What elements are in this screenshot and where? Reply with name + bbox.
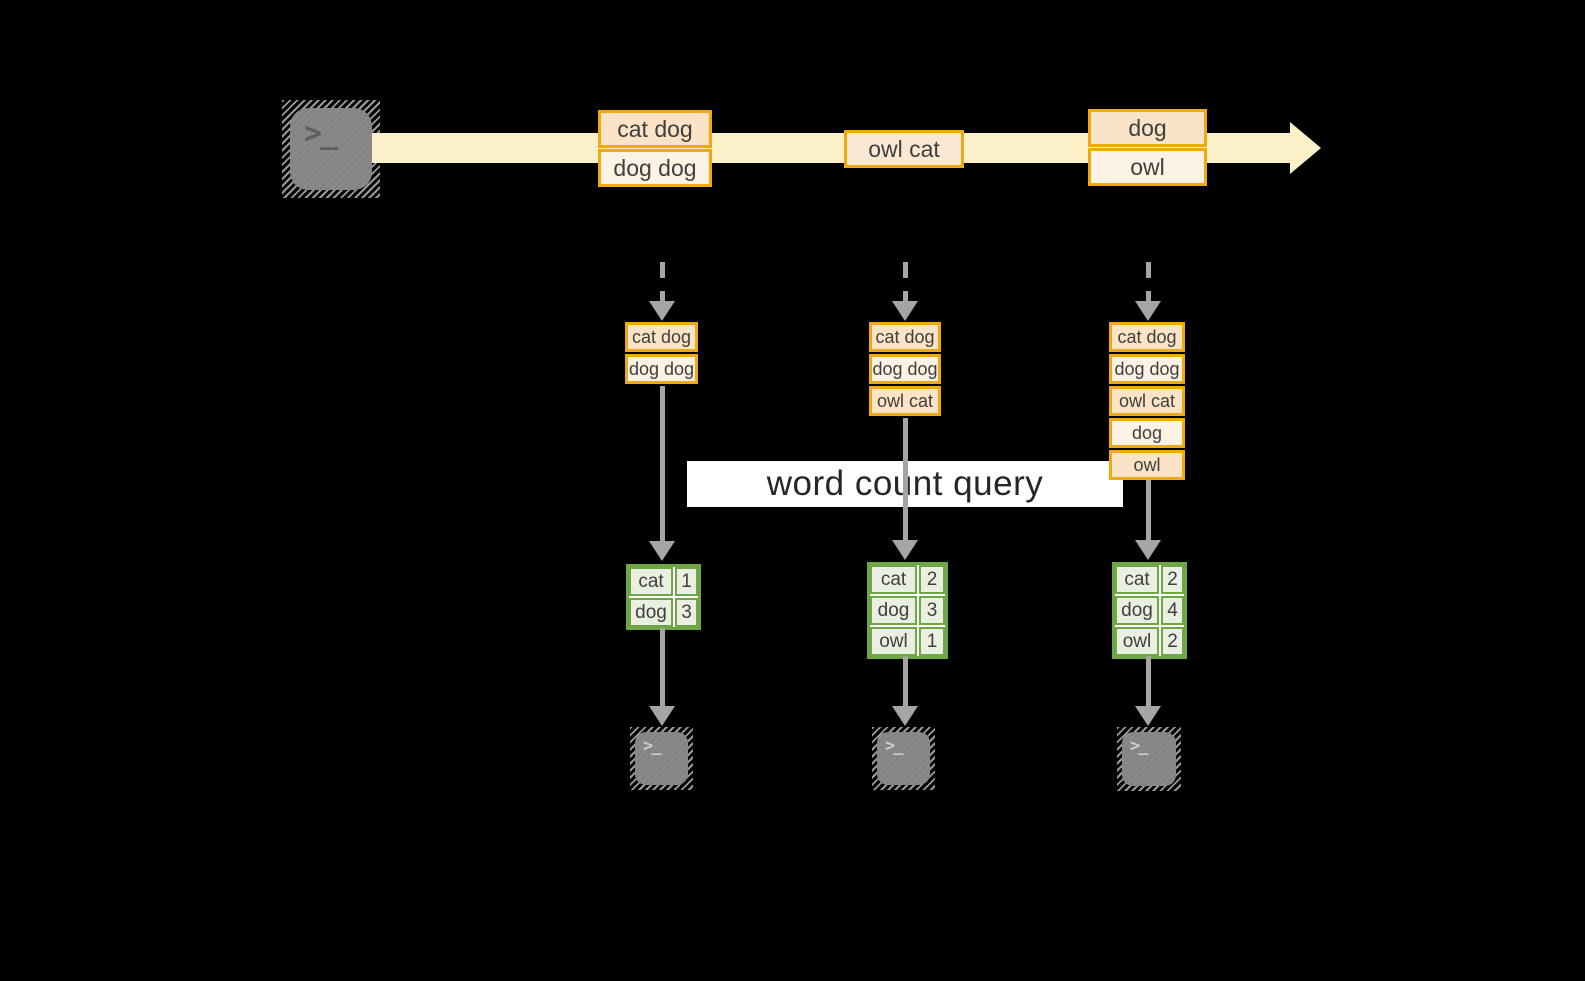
count-cell: 3 bbox=[919, 596, 945, 625]
output-arrowhead-icon-1 bbox=[649, 706, 675, 726]
timeline-event-batch-2: owl cat bbox=[844, 130, 964, 168]
terminal-prompt-icon: >_ bbox=[643, 736, 662, 756]
stream-timeline-arrowhead-icon bbox=[1290, 122, 1321, 174]
terminal-prompt-icon: >_ bbox=[885, 736, 904, 756]
buffer-record: dog dog bbox=[625, 354, 698, 384]
query-arrow-line-1 bbox=[660, 386, 665, 542]
event-record: owl bbox=[1088, 148, 1207, 186]
word-cell: dog bbox=[1115, 596, 1159, 625]
buffer-record: owl cat bbox=[1109, 386, 1185, 416]
record-buffer-2: cat dog dog dog owl cat bbox=[869, 322, 941, 416]
buffer-record: dog dog bbox=[869, 354, 941, 384]
word-cell: owl bbox=[870, 627, 917, 656]
sink-terminal-icon-2: >_ bbox=[872, 727, 935, 790]
ingest-arrow-line-2 bbox=[903, 262, 908, 302]
buffer-record: dog dog bbox=[1109, 354, 1185, 384]
terminal-screen: >_ bbox=[1122, 732, 1176, 786]
ingest-arrowhead-icon-3 bbox=[1135, 301, 1161, 321]
ingest-arrow-line-3 bbox=[1146, 262, 1151, 302]
ingest-arrowhead-icon-2 bbox=[892, 301, 918, 321]
output-arrowhead-icon-3 bbox=[1135, 706, 1161, 726]
count-cell: 1 bbox=[919, 627, 945, 656]
event-record: owl cat bbox=[844, 130, 964, 168]
query-arrow-line-3 bbox=[1146, 480, 1151, 541]
terminal-screen: >_ bbox=[877, 732, 930, 785]
terminal-screen: >_ bbox=[635, 732, 688, 785]
terminal-prompt-icon: >_ bbox=[304, 116, 338, 151]
word-cell: owl bbox=[1115, 627, 1159, 656]
buffer-record: cat dog bbox=[1109, 322, 1185, 352]
word-cell: cat bbox=[629, 567, 673, 596]
event-record: dog bbox=[1088, 109, 1207, 147]
buffer-record: cat dog bbox=[869, 322, 941, 352]
count-cell: 4 bbox=[1161, 596, 1184, 625]
output-arrow-line-2 bbox=[903, 656, 908, 708]
query-arrowhead-icon-3 bbox=[1135, 540, 1161, 560]
count-cell: 1 bbox=[675, 567, 698, 596]
terminal-prompt-icon: >_ bbox=[1130, 736, 1149, 756]
sink-terminal-icon-3: >_ bbox=[1117, 727, 1181, 791]
query-arrowhead-icon-2 bbox=[892, 540, 918, 560]
wordcount-table-2: cat 2 dog 3 owl 1 bbox=[867, 562, 948, 659]
count-cell: 2 bbox=[1161, 627, 1184, 656]
query-arrowhead-icon-1 bbox=[649, 541, 675, 561]
source-terminal-icon: >_ bbox=[282, 100, 380, 198]
count-cell: 2 bbox=[919, 565, 945, 594]
count-cell: 2 bbox=[1161, 565, 1184, 594]
wordcount-table-3: cat 2 dog 4 owl 2 bbox=[1112, 562, 1187, 659]
output-arrowhead-icon-2 bbox=[892, 706, 918, 726]
output-arrow-line-1 bbox=[660, 628, 665, 708]
timeline-event-batch-1: cat dog dog dog bbox=[598, 110, 712, 187]
event-record: cat dog bbox=[598, 110, 712, 148]
sink-terminal-icon-1: >_ bbox=[630, 727, 693, 790]
buffer-record: owl cat bbox=[869, 386, 941, 416]
word-cell: dog bbox=[629, 598, 673, 627]
wordcount-table-1: cat 1 dog 3 bbox=[626, 564, 701, 630]
word-cell: cat bbox=[1115, 565, 1159, 594]
output-arrow-line-3 bbox=[1146, 656, 1151, 708]
buffer-record: dog bbox=[1109, 418, 1185, 448]
terminal-screen: >_ bbox=[290, 108, 372, 190]
record-buffer-3: cat dog dog dog owl cat dog owl bbox=[1109, 322, 1185, 480]
ingest-arrow-line-1 bbox=[660, 262, 665, 302]
buffer-record: cat dog bbox=[625, 322, 698, 352]
buffer-record: owl bbox=[1109, 450, 1185, 480]
timeline-event-batch-3: dog owl bbox=[1088, 109, 1207, 186]
query-arrow-line-2 bbox=[903, 418, 908, 541]
word-cell: cat bbox=[870, 565, 917, 594]
word-cell: dog bbox=[870, 596, 917, 625]
record-buffer-1: cat dog dog dog bbox=[625, 322, 698, 384]
event-record: dog dog bbox=[598, 149, 712, 187]
ingest-arrowhead-icon-1 bbox=[649, 301, 675, 321]
count-cell: 3 bbox=[675, 598, 698, 627]
